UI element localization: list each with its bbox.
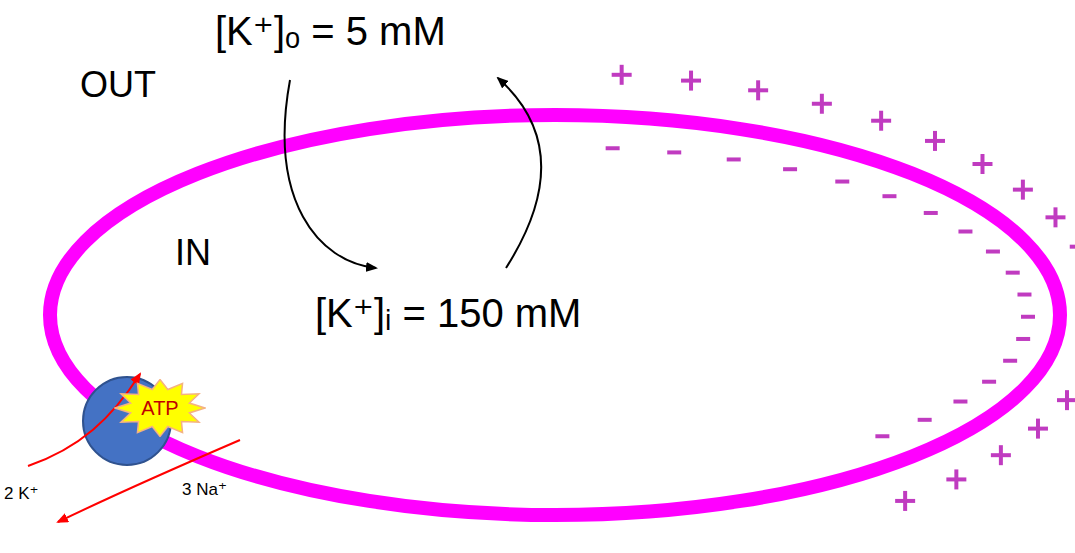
minus-sign xyxy=(1021,315,1035,319)
atp-starburst: ATP xyxy=(114,379,206,437)
plus-sign xyxy=(1070,245,1075,249)
plus-sign xyxy=(980,154,984,174)
plus-sign xyxy=(1065,390,1069,410)
minus-sign xyxy=(1006,271,1020,275)
minus-sign xyxy=(783,167,797,171)
charge-symbols xyxy=(606,65,1075,511)
minus-sign xyxy=(667,150,681,154)
influx-arrow xyxy=(285,80,376,268)
energy-label: ATP xyxy=(141,397,178,419)
minus-sign xyxy=(953,400,967,404)
plus-sign xyxy=(1053,207,1057,227)
minus-sign xyxy=(727,157,741,161)
plus-sign xyxy=(933,131,937,151)
plus-sign xyxy=(689,71,693,91)
plus-sign xyxy=(879,111,883,131)
plus-sign xyxy=(756,80,760,100)
plus-sign xyxy=(1021,180,1025,200)
minus-sign xyxy=(875,434,889,438)
outside-concentration: [K⁺]ₒ = 5 mM xyxy=(215,8,446,54)
minus-sign xyxy=(606,146,620,150)
minus-sign xyxy=(1003,359,1017,363)
ion-label: 2 K⁺ xyxy=(4,484,39,504)
minus-sign xyxy=(982,380,996,384)
region-label: OUT xyxy=(80,64,156,105)
ion-label: 3 Na⁺ xyxy=(182,480,227,500)
minus-sign xyxy=(918,418,932,422)
minus-sign xyxy=(924,211,938,215)
plus-sign xyxy=(954,469,958,489)
minus-sign xyxy=(1017,293,1031,297)
plus-sign xyxy=(903,491,907,511)
minus-sign xyxy=(1016,337,1030,341)
cell-membrane xyxy=(50,115,1060,515)
starburst-outline xyxy=(115,380,205,437)
sodium-arrow xyxy=(58,440,240,522)
efflux-arrow xyxy=(498,78,541,268)
plus-sign xyxy=(620,65,624,85)
plus-sign xyxy=(999,445,1003,465)
minus-sign xyxy=(986,250,1000,254)
minus-sign xyxy=(958,230,972,234)
inside-concentration: [K⁺]ᵢ = 150 mM xyxy=(315,290,581,336)
region-label: IN xyxy=(175,232,211,273)
plus-sign xyxy=(1036,419,1040,439)
minus-sign xyxy=(882,194,896,198)
plus-sign xyxy=(820,94,824,114)
minus-sign xyxy=(835,180,849,184)
